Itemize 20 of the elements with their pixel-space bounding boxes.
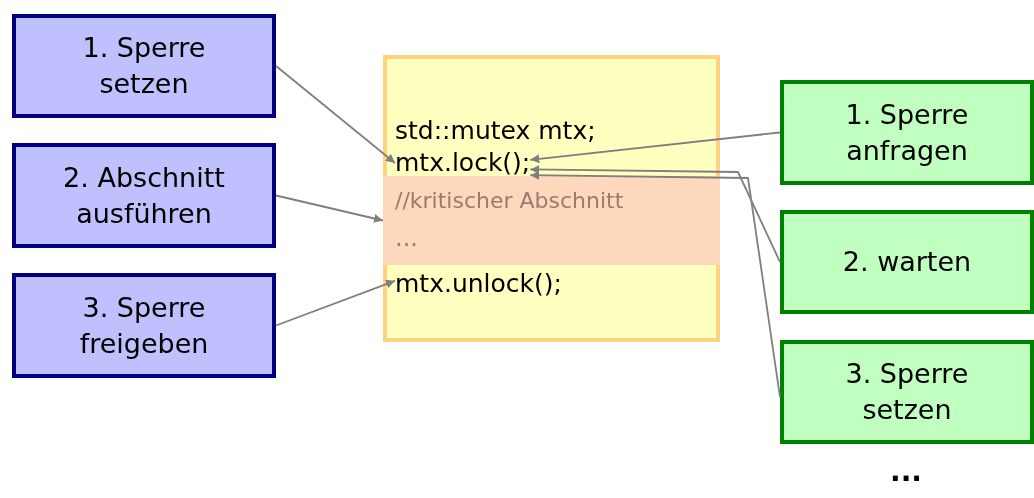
arrow — [275, 65, 396, 164]
step-box: 1. Sperre setzen — [12, 14, 276, 118]
arrow — [529, 165, 781, 263]
step-box: 3. Sperre freigeben — [12, 273, 276, 378]
arrow — [529, 170, 781, 399]
step-box: 3. Sperre setzen — [780, 340, 1034, 444]
step-box: 2. Abschnitt ausführen — [12, 143, 276, 248]
ellipsis-text: ... — [890, 455, 922, 488]
comment-text: //kritischer Abschnitt — [395, 188, 624, 213]
step-box: 1. Sperre anfragen — [780, 80, 1034, 185]
highlight-band — [383, 176, 720, 265]
arrow — [275, 279, 396, 327]
code-line: mtx.lock(); — [395, 147, 531, 179]
code-line: mtx.unlock(); — [395, 268, 562, 300]
step-box: 2. warten — [780, 210, 1034, 314]
ellipsis-text: ... — [395, 224, 418, 252]
arrow — [275, 194, 384, 223]
arrow — [529, 131, 781, 164]
code-line: std::mutex mtx; — [395, 115, 596, 147]
code-panel — [383, 55, 720, 342]
